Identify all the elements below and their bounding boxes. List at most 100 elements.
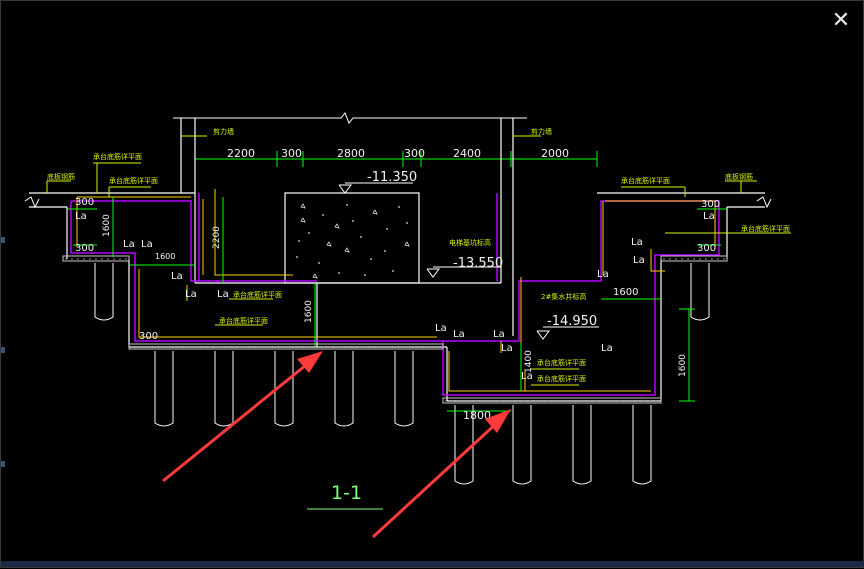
hatch-mark	[669, 258, 671, 260]
pile	[690, 263, 710, 321]
hatch-mark	[571, 400, 573, 402]
hatch-mark	[487, 400, 489, 402]
hatch-mark	[643, 400, 645, 402]
hatch-mark	[631, 400, 633, 402]
label-cap-bottom-left: 承台底筋详平面	[93, 152, 142, 161]
dim-center-1600: 1600	[304, 300, 314, 323]
dim-300-b: 300	[404, 147, 425, 160]
la-label: La	[633, 255, 645, 266]
hatch-mark	[401, 346, 403, 348]
hatch-mark	[299, 346, 301, 348]
hatch-mark	[71, 258, 73, 260]
hatch-mark	[77, 258, 79, 260]
hatch-mark	[389, 346, 391, 348]
arrow-1-shaft	[162, 359, 312, 483]
hatch-mark	[149, 346, 151, 348]
status-strip	[1, 561, 864, 567]
hatch-mark	[245, 346, 247, 348]
pile	[454, 405, 474, 485]
elevation-bottom: -14.950	[547, 314, 597, 329]
la-label: La	[601, 343, 613, 354]
hatch-mark	[131, 346, 133, 348]
hatch-mark	[541, 400, 543, 402]
hatch-mark	[370, 258, 372, 260]
la-label: La	[597, 269, 609, 280]
elevation-middle: -13.550	[453, 256, 503, 271]
annotation-leaders	[46, 135, 791, 386]
dim-pit-1400: 1400	[524, 350, 534, 373]
hatch-mark	[364, 274, 366, 276]
hatch-mark	[346, 204, 348, 206]
hatch-mark	[535, 400, 537, 402]
dim-2400: 2400	[453, 147, 481, 160]
label-cap-bottom-left2: 承台底筋详平面	[109, 176, 158, 185]
hatch-mark	[329, 346, 331, 348]
hatch-mark	[341, 346, 343, 348]
left-edge-marker	[1, 347, 5, 353]
hatch-mark	[143, 346, 145, 348]
hatch-mark	[613, 400, 615, 402]
hatch-mark	[239, 346, 241, 348]
hatch-mark	[167, 346, 169, 348]
hatch-mark	[523, 400, 525, 402]
piles	[94, 263, 710, 485]
dim-right-300-top: 300	[701, 199, 720, 210]
hatch-mark	[300, 217, 306, 223]
hatch-mark	[437, 346, 439, 348]
label-wall-left: 剪力墙	[213, 127, 234, 136]
hatch-mark	[317, 346, 319, 348]
dim-300-a: 300	[281, 147, 302, 160]
hatch-mark	[233, 346, 235, 348]
hatch-mark	[589, 400, 591, 402]
hatch-mark	[723, 258, 725, 260]
hatch-mark	[293, 346, 295, 348]
dim-left-300-mid: 300	[75, 243, 94, 254]
hatch-mark	[371, 346, 373, 348]
label-sump-pit: 2#集水井标高	[541, 292, 586, 301]
hatch-mark	[227, 346, 229, 348]
section-title: 1-1	[331, 482, 362, 504]
hatch-mark	[481, 400, 483, 402]
hatch-mark	[655, 400, 657, 402]
label-cap-mid-left: 承台底筋详平面	[233, 290, 282, 299]
hatch-mark	[95, 258, 97, 260]
hatch-mark	[717, 258, 719, 260]
hatch-mark	[352, 220, 354, 222]
la-label: La	[75, 211, 87, 222]
hatch-mark	[607, 400, 609, 402]
dim-2200: 2200	[227, 147, 255, 160]
hatch-mark	[637, 400, 639, 402]
hatch-mark	[326, 241, 332, 247]
hatch-mark	[595, 400, 597, 402]
left-edge-marker	[1, 237, 5, 243]
hatch-mark	[334, 223, 340, 229]
hatch-mark	[318, 262, 320, 264]
la-label: La	[141, 239, 153, 250]
hatch-mark	[693, 258, 695, 260]
dim-pit-1800: 1800	[463, 409, 491, 422]
top-break-line	[173, 112, 527, 124]
hatch-mark	[107, 258, 109, 260]
hatch-mark	[137, 346, 139, 348]
la-label: La	[501, 343, 513, 354]
arrow-1-head	[297, 351, 323, 373]
hatch-mark	[398, 206, 400, 208]
close-icon[interactable]: ✕	[831, 8, 851, 33]
hatch-mark	[305, 346, 307, 348]
hatch-mark	[203, 346, 205, 348]
hatch-mark	[344, 247, 350, 253]
hatch-mark	[323, 346, 325, 348]
label-base-beam-left: 底板钢筋	[47, 172, 75, 181]
hatch-mark	[499, 400, 501, 402]
hatch-mark	[155, 346, 157, 348]
hatch-mark	[625, 400, 627, 402]
hatch-mark	[281, 346, 283, 348]
pile	[214, 351, 234, 427]
hatch-mark	[384, 250, 386, 252]
hatch-mark	[395, 346, 397, 348]
label-cap-pit: 承台底筋详平面	[537, 358, 586, 367]
hatch-mark	[493, 400, 495, 402]
hatch-mark	[705, 258, 707, 260]
hatch-mark	[185, 346, 187, 348]
